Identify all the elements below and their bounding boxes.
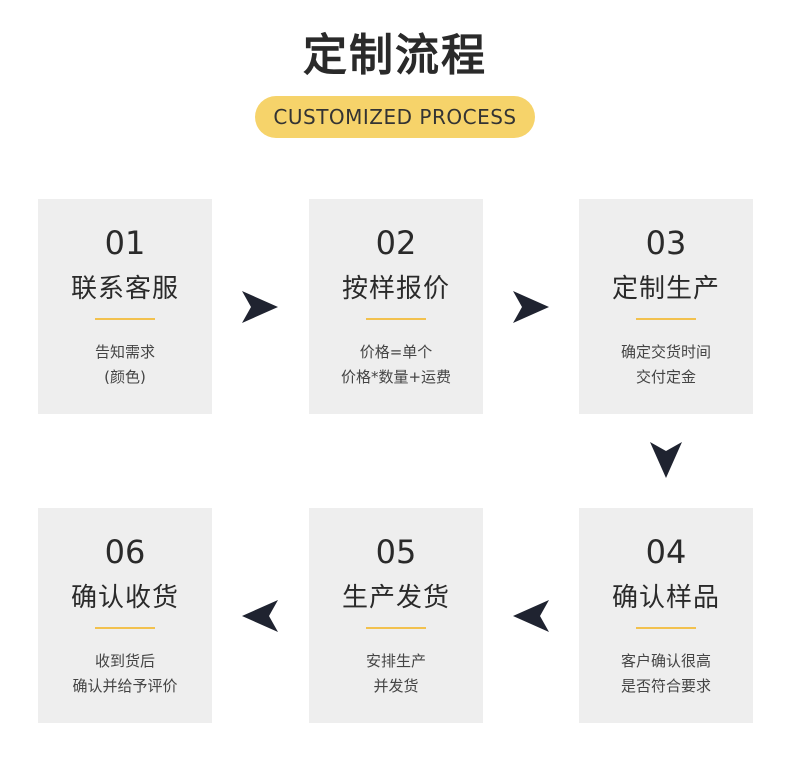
accent-divider [95,318,155,320]
step-number: 01 [104,224,146,262]
step-description: 安排生产 并发货 [309,649,483,699]
step-title: 生产发货 [341,583,450,613]
arrow-left-icon [513,600,549,632]
step-card-01: 01 联系客服 告知需求 (颜色) [38,199,212,414]
step-description-line: (颜色) [104,368,146,386]
step-description: 收到货后 确认并给予评价 [38,649,212,699]
page-title: 定制流程 [303,30,487,81]
step-description-line: 价格=单个 [359,343,433,361]
step-description: 确定交货时间 交付定金 [579,340,753,390]
step-card-02: 02 按样报价 价格=单个 价格*数量+运费 [309,199,483,414]
step-number: 03 [645,224,687,262]
accent-divider [95,627,155,629]
step-card-05: 05 生产发货 安排生产 并发货 [309,508,483,723]
step-description-line: 价格*数量+运费 [340,368,452,386]
step-description-line: 确定交货时间 [620,343,711,361]
step-description: 告知需求 (颜色) [38,340,212,390]
step-description-line: 确认并给予评价 [72,677,178,695]
step-number: 04 [645,533,687,571]
step-title: 按样报价 [341,274,450,304]
accent-divider [636,318,696,320]
step-number: 02 [375,224,417,262]
arrow-left-icon [242,600,278,632]
step-description: 价格=单个 价格*数量+运费 [309,340,483,390]
arrow-right-icon [242,291,278,323]
step-title: 联系客服 [70,274,179,304]
step-description-line: 收到货后 [94,652,155,670]
step-card-03: 03 定制生产 确定交货时间 交付定金 [579,199,753,414]
arrow-right-icon [513,291,549,323]
accent-divider [366,627,426,629]
step-description-line: 是否符合要求 [620,677,711,695]
step-description-line: 安排生产 [365,652,426,670]
accent-divider [636,627,696,629]
step-card-06: 06 确认收货 收到货后 确认并给予评价 [38,508,212,723]
step-description-line: 交付定金 [635,368,696,386]
arrow-down-icon [650,442,682,478]
step-description-line: 告知需求 [94,343,155,361]
step-title: 确认样品 [611,583,720,613]
step-card-04: 04 确认样品 客户确认很高 是否符合要求 [579,508,753,723]
step-description-line: 客户确认很高 [620,652,711,670]
step-number: 06 [104,533,146,571]
subtitle-badge: CUSTOMIZED PROCESS [255,96,535,138]
accent-divider [366,318,426,320]
step-description: 客户确认很高 是否符合要求 [579,649,753,699]
step-description-line: 并发货 [373,677,419,695]
step-number: 05 [375,533,417,571]
step-title: 定制生产 [611,274,720,304]
step-title: 确认收货 [70,583,179,613]
